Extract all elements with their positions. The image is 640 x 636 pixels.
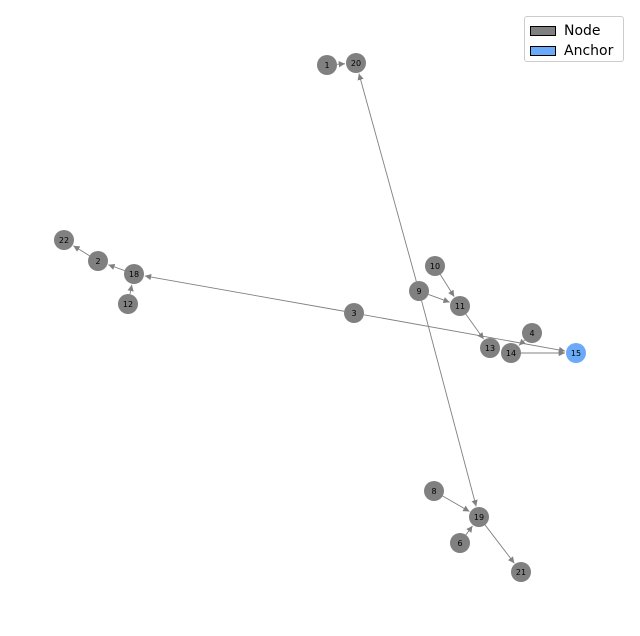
node-label: 13 <box>485 344 495 353</box>
graph-node-13: 13 <box>480 338 500 358</box>
graph-node-1: 1 <box>317 55 337 75</box>
node-label: 22 <box>59 236 69 245</box>
node-label: 8 <box>431 487 436 496</box>
node-circle <box>424 481 444 501</box>
edge-11-to-13 <box>465 313 484 340</box>
node-circle <box>124 264 144 284</box>
graph-node-21: 21 <box>511 562 531 582</box>
node-circle <box>450 533 470 553</box>
legend-item-anchor: Anchor <box>530 41 623 61</box>
edge-3-to-15 <box>363 314 566 354</box>
node-label: 10 <box>430 262 440 271</box>
node-label: 2 <box>95 257 100 266</box>
edge-12-to-18 <box>127 284 134 295</box>
node-label: 4 <box>529 329 534 338</box>
graph-node-22: 22 <box>54 230 74 250</box>
graph-node-19: 19 <box>469 507 489 527</box>
edge-4-to-14 <box>518 338 526 346</box>
node-circle <box>409 281 429 301</box>
node-label: 12 <box>123 300 133 309</box>
node-circle <box>450 296 470 316</box>
graph-node-9: 9 <box>409 281 429 301</box>
node-circle <box>344 303 364 323</box>
node-label: 9 <box>416 287 421 296</box>
graph-node-18: 18 <box>124 264 144 284</box>
node-label: 14 <box>506 349 516 358</box>
edge-9-to-20 <box>357 73 417 282</box>
legend: Node Anchor <box>524 16 624 62</box>
node-label: 3 <box>351 309 356 318</box>
graph-node-12: 12 <box>118 294 138 314</box>
node-label: 1 <box>324 61 329 70</box>
graph-node-4: 4 <box>522 323 542 343</box>
node-circle <box>346 53 366 73</box>
node-label: 20 <box>351 59 361 68</box>
graph-node-14: 14 <box>501 343 521 363</box>
edge-8-to-19 <box>442 495 470 512</box>
edge-3-to-18 <box>144 273 345 312</box>
node-swatch <box>530 26 556 36</box>
node-label: 18 <box>129 270 139 279</box>
node-circle <box>566 343 586 363</box>
edge-6-to-19 <box>465 525 473 536</box>
edge-10-to-11 <box>439 274 455 297</box>
graph-node-11: 11 <box>450 296 470 316</box>
edge-19-to-21 <box>484 524 515 564</box>
edge-18-to-2 <box>108 263 125 272</box>
node-label: 21 <box>516 568 526 577</box>
edge-9-to-11 <box>428 294 450 304</box>
edge-1-to-20 <box>336 61 346 68</box>
node-circle <box>118 294 138 314</box>
node-circle <box>522 323 542 343</box>
graph-node-20: 20 <box>346 53 366 73</box>
edge-9-to-19 <box>421 300 478 507</box>
anchor-swatch <box>530 46 556 56</box>
graph-node-15: 15 <box>566 343 586 363</box>
graph-node-10: 10 <box>425 256 445 276</box>
graph-node-2: 2 <box>88 251 108 271</box>
legend-label-anchor: Anchor <box>564 43 614 59</box>
graph-node-6: 6 <box>450 533 470 553</box>
legend-item-node: Node <box>530 21 623 41</box>
graph-node-3: 3 <box>344 303 364 323</box>
node-label: 11 <box>455 302 465 311</box>
node-label: 15 <box>571 349 581 358</box>
node-label: 6 <box>457 539 462 548</box>
node-label: 19 <box>474 513 484 522</box>
node-circle <box>469 507 489 527</box>
edges-layer <box>73 61 566 564</box>
node-circle <box>480 338 500 358</box>
graph-node-8: 8 <box>424 481 444 501</box>
node-circle <box>501 343 521 363</box>
edge-2-to-22 <box>73 245 90 257</box>
legend-label-node: Node <box>564 23 601 39</box>
node-circle <box>54 230 74 250</box>
node-circle <box>425 256 445 276</box>
node-circle <box>511 562 531 582</box>
node-circle <box>88 251 108 271</box>
node-circle <box>317 55 337 75</box>
